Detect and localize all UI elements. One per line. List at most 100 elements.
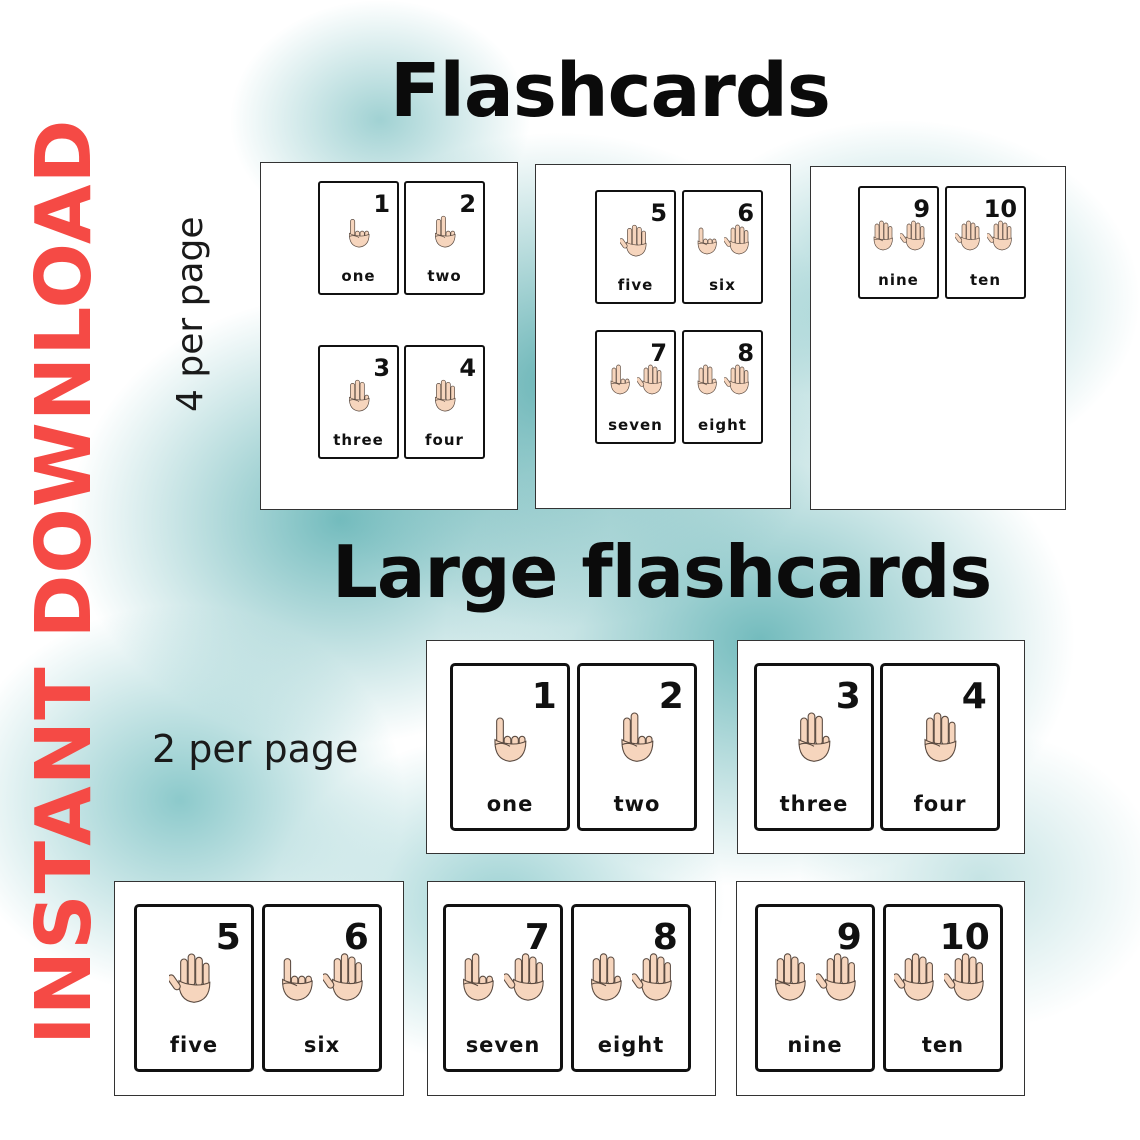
flashcard-three: 3 three <box>754 663 874 831</box>
flashcard-nine: 9 nine <box>858 186 939 299</box>
card-number: 7 <box>524 916 550 958</box>
hand-1-fingers-icon <box>282 958 313 1001</box>
hand-5-fingers-icon <box>954 220 980 251</box>
hand-sign <box>574 949 688 1005</box>
two-per-page-label: 2 per page <box>152 727 359 771</box>
card-number: 6 <box>737 198 755 227</box>
card-number: 8 <box>737 338 755 367</box>
card-number: 5 <box>215 916 241 958</box>
card-number: 9 <box>836 916 862 958</box>
sheet-3: 9 nine 10 ten <box>810 166 1066 510</box>
hand-2-fingers-icon <box>610 364 630 395</box>
card-word: two <box>427 267 462 286</box>
card-number: 5 <box>650 198 668 227</box>
hand-sign <box>137 949 251 1007</box>
flashcards-heading: Flashcards <box>390 48 831 134</box>
hand-sign <box>406 377 483 414</box>
hand-sign <box>580 708 694 766</box>
hand-3-fingers-icon <box>798 712 831 762</box>
card-word: six <box>303 1033 341 1058</box>
hand-2-fingers-icon <box>463 953 494 1001</box>
card-number: 10 <box>983 194 1018 223</box>
card-word: eight <box>698 416 747 435</box>
card-number: 9 <box>913 194 931 223</box>
hand-sign <box>860 218 937 253</box>
hand-5-fingers-icon <box>619 224 646 257</box>
flashcard-four: 4 four <box>404 345 485 459</box>
card-number: 3 <box>835 675 861 717</box>
hand-2-fingers-icon <box>621 712 654 762</box>
card-number: 6 <box>343 916 369 958</box>
card-word: five <box>617 276 654 295</box>
card-word: seven <box>465 1033 541 1058</box>
card-number: 2 <box>658 675 684 717</box>
card-number: 8 <box>652 916 678 958</box>
hand-3-fingers-icon <box>591 953 622 1001</box>
hand-sign <box>684 222 761 257</box>
hand-sign <box>265 949 379 1005</box>
hand-4-fingers-icon <box>924 712 957 762</box>
instant-download-banner: INSTANT DOWNLOAD <box>20 118 109 1045</box>
hand-5-fingers-icon <box>504 953 544 1001</box>
hand-4-fingers-icon <box>434 379 455 412</box>
card-word: three <box>333 431 384 450</box>
hand-5-fingers-icon <box>169 953 211 1003</box>
card-number: 1 <box>531 675 557 717</box>
card-word: one <box>341 267 376 286</box>
hand-5-fingers-icon <box>632 953 672 1001</box>
card-number: 3 <box>373 353 391 382</box>
sheet-2: 5 five 6 six 7 seven 8 eight <box>535 164 791 509</box>
hand-5-fingers-icon <box>816 953 856 1001</box>
card-word: four <box>425 431 464 450</box>
hand-5-fingers-icon <box>636 364 662 395</box>
card-word: ten <box>969 271 1002 290</box>
hand-sign <box>320 213 397 250</box>
hand-5-fingers-icon <box>723 364 749 395</box>
hand-5-fingers-icon <box>986 220 1012 251</box>
hand-5-fingers-icon <box>723 224 749 255</box>
flashcard-five: 5 five <box>595 190 676 304</box>
card-word: nine <box>878 271 919 290</box>
hand-sign <box>757 708 871 766</box>
flashcard-one: 1 one <box>450 663 570 831</box>
card-word: seven <box>608 416 663 435</box>
large-sheet-6: 5 five 6 six <box>114 881 404 1096</box>
flashcard-seven: 7 seven <box>443 904 563 1072</box>
flashcard-six: 6 six <box>262 904 382 1072</box>
hand-sign <box>886 949 1000 1005</box>
hand-5-fingers-icon <box>323 953 363 1001</box>
hand-3-fingers-icon <box>348 379 369 412</box>
hand-2-fingers-icon <box>434 215 455 248</box>
hand-5-fingers-icon <box>894 953 934 1001</box>
hand-5-fingers-icon <box>944 953 984 1001</box>
card-word: three <box>779 792 849 817</box>
card-word: nine <box>787 1033 843 1058</box>
card-word: ten <box>921 1033 965 1058</box>
flashcard-ten: 10 ten <box>883 904 1003 1072</box>
hand-sign <box>320 377 397 414</box>
large-sheet-8: 9 nine 10 ten <box>736 881 1025 1096</box>
flashcard-seven: 7 seven <box>595 330 676 444</box>
card-number: 4 <box>961 675 987 717</box>
hand-sign <box>597 222 674 259</box>
card-number: 10 <box>939 916 990 958</box>
flashcard-one: 1 one <box>318 181 399 295</box>
card-number: 4 <box>459 353 477 382</box>
hand-sign <box>758 949 872 1005</box>
card-word: six <box>709 276 736 295</box>
card-number: 7 <box>650 338 668 367</box>
hand-sign <box>446 949 560 1005</box>
hand-sign <box>947 218 1024 253</box>
hand-1-fingers-icon <box>697 227 717 255</box>
card-word: five <box>169 1033 219 1058</box>
hand-5-fingers-icon <box>899 220 925 251</box>
card-number: 1 <box>373 189 391 218</box>
hand-sign <box>453 708 567 766</box>
flashcard-six: 6 six <box>682 190 763 304</box>
card-word: one <box>486 792 534 817</box>
